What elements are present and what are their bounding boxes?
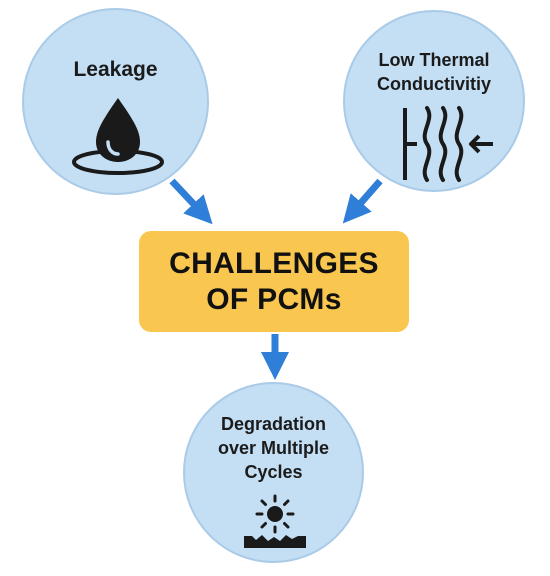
center-title-line-1: CHALLENGES [169,246,379,280]
arrow-leakage-to-center [169,178,213,225]
degradation-label-line-1: Degradation [220,414,326,434]
low-thermal-conductivity-node: Low Thermal Conductivitiy [343,10,525,192]
thermal-label-line-2: Conductivitiy [376,74,491,94]
low-thermal-conductivity-label: Low Thermal Conductivitiy [345,48,523,96]
sun-degradation-icon [244,494,306,548]
degradation-label: Degradation over Multiple Cycles [185,412,362,484]
degradation-label-line-3: Cycles [244,462,303,482]
heat-transfer-icon [403,106,493,182]
degradation-node: Degradation over Multiple Cycles [183,382,364,563]
leakage-node: Leakage [22,8,209,195]
challenges-of-pcms-box: CHALLENGES OF PCMs [139,231,409,332]
arrow-thermal-to-center [342,178,383,224]
degradation-label-line-2: over Multiple [217,438,329,458]
thermal-label-line-1: Low Thermal [378,50,490,70]
center-title-line-2: OF PCMs [206,282,342,316]
leakage-label: Leakage [73,58,158,81]
water-drop-icon [72,98,164,175]
